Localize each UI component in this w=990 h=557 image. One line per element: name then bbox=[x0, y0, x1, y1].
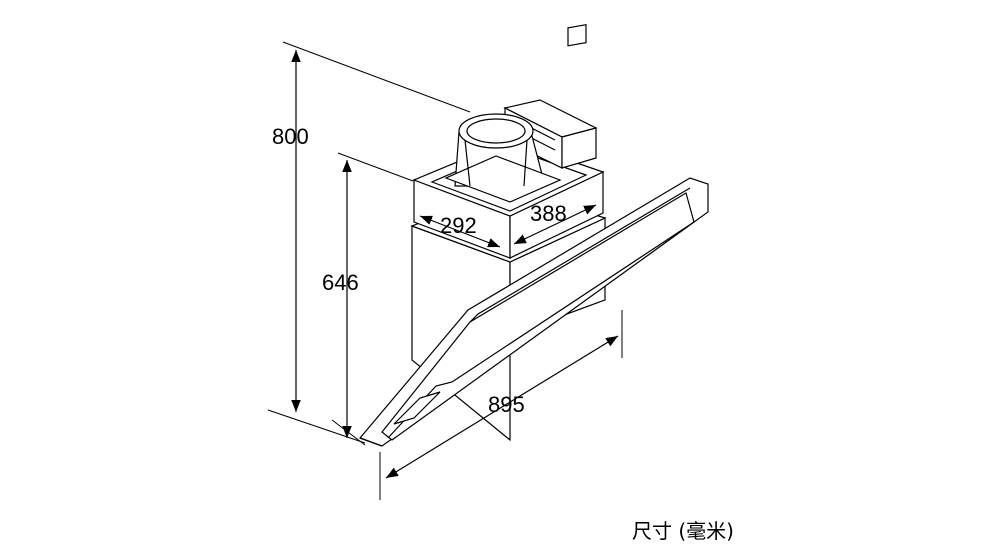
extension-lines bbox=[267, 41, 623, 500]
units-caption: 尺寸 (毫米) bbox=[632, 519, 734, 543]
arrow-388 bbox=[513, 204, 597, 245]
duct-edge-left bbox=[464, 139, 471, 187]
label-388: 388 bbox=[530, 201, 567, 226]
label-646: 646 bbox=[322, 270, 359, 295]
ext-line-top-800 bbox=[282, 41, 471, 113]
label-800: 800 bbox=[272, 124, 309, 149]
duct-ring-inner bbox=[466, 118, 526, 144]
canopy-front-lip bbox=[359, 437, 383, 447]
ext-line-bottom-646 bbox=[331, 419, 366, 446]
motor-side bbox=[561, 127, 597, 169]
exhaust-duct bbox=[444, 113, 562, 203]
label-895: 895 bbox=[488, 392, 525, 417]
arrow-292 bbox=[419, 215, 501, 248]
duct-edge-right bbox=[523, 139, 528, 187]
ext-line-top-646 bbox=[337, 152, 414, 182]
label-292: 292 bbox=[440, 213, 477, 238]
arrow-895 bbox=[385, 335, 619, 479]
motor-connector bbox=[567, 23, 587, 47]
canopy-inner-edge bbox=[469, 187, 691, 323]
duct-base bbox=[444, 155, 562, 203]
ext-line-bottom-800 bbox=[267, 409, 366, 444]
dimension-arrows bbox=[291, 50, 619, 479]
